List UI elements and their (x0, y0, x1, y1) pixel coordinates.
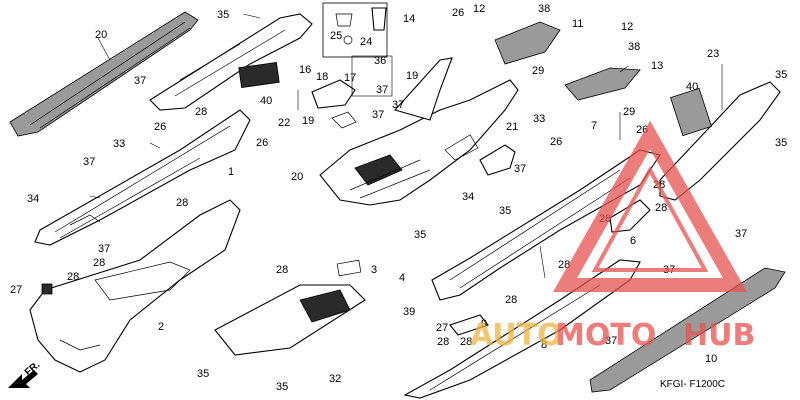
callout-28-left: 27 (10, 284, 22, 296)
callout-7: 7 (591, 120, 597, 132)
callout-39-right: 38 (628, 41, 640, 53)
callout-38: 36 (374, 55, 386, 67)
pad-11 (494, 21, 561, 65)
callout-31-mid: 35 (414, 229, 426, 241)
callout-32: 32 (329, 373, 341, 385)
callout-36: 39 (403, 306, 415, 318)
callout-31-top: 35 (217, 9, 229, 21)
pad-13 (564, 67, 641, 101)
callout-27-mid: 26 (256, 137, 268, 149)
callout-9: 9 (481, 318, 487, 330)
callout-20: 19 (302, 115, 314, 127)
callout-4: 4 (399, 272, 405, 284)
callout-35-far: 37 (735, 228, 747, 240)
callout-30-low3: 28 (460, 336, 472, 348)
callout-30-r2: 28 (655, 202, 667, 214)
callout-12-right: 12 (621, 21, 633, 33)
callout-30-low: 28 (93, 257, 105, 269)
callout-30-tray: 28 (276, 264, 288, 276)
fr-label: FR. (23, 359, 43, 378)
callout-34-left: 34 (27, 193, 39, 205)
callout-13: 13 (651, 60, 663, 72)
callout-29-right: 29 (623, 106, 635, 118)
callout-35-mid: 37 (98, 243, 110, 255)
callout-5: 20 (95, 29, 107, 41)
callout-27-top: 26 (452, 7, 464, 19)
callout-18: 19 (406, 70, 418, 82)
callout-23: 22 (278, 117, 290, 129)
callout-27-left: 26 (154, 121, 166, 133)
step-mat-left (9, 11, 199, 137)
small-cover-22 (479, 144, 516, 176)
callout-39-top: 38 (538, 3, 550, 15)
callout-27-right: 26 (550, 136, 562, 148)
callout-26: 25 (330, 30, 342, 42)
bracket-17 (351, 55, 393, 97)
callout-29-top: 29 (532, 65, 544, 77)
callout-40-right: 40 (686, 81, 698, 93)
callout-33-right: 33 (533, 113, 545, 125)
callout-30-left: 28 (195, 106, 207, 118)
callout-33-left: 33 (113, 138, 125, 150)
callout-35-c: 37 (514, 163, 526, 175)
center-cover (319, 57, 519, 206)
callout-19: 18 (316, 71, 328, 83)
callout-24: 23 (707, 48, 719, 60)
callout-31-far2: 35 (775, 137, 787, 149)
callout-17: 17 (344, 72, 356, 84)
callout-6: 6 (630, 235, 636, 247)
callout-40-left: 40 (260, 95, 272, 107)
leader-lines (89, 13, 723, 279)
watermark-auto: AUTO (470, 318, 563, 353)
callout-37-b: 37 (392, 99, 404, 111)
callout-21: 20 (291, 171, 303, 183)
inset-box (322, 2, 388, 58)
lid-19 (311, 79, 356, 109)
callout-22: 21 (506, 121, 518, 133)
diagram-code: KFGI- F1200C (660, 379, 725, 390)
callout-16: 16 (299, 64, 311, 76)
callout-25: 24 (360, 36, 372, 48)
watermark-hub: HUB (683, 318, 755, 353)
callout-3: 3 (371, 264, 377, 276)
callout-10: 10 (705, 353, 717, 365)
callout-31-r: 35 (499, 205, 511, 217)
callout-14: 14 (403, 13, 415, 25)
callout-30-mid: 28 (176, 197, 188, 209)
watermark-moto: MOTO (555, 318, 656, 353)
callout-30-grommet: 28 (67, 271, 79, 283)
callout-28-right: 27 (436, 322, 448, 334)
grommet-28-left (41, 283, 53, 295)
watermark-logo: AUTO MOTO HUB (470, 120, 755, 353)
clip-20 (331, 111, 357, 129)
callout-34-right: 34 (462, 191, 474, 203)
callout-35-low: 37 (605, 335, 617, 347)
callout-12-top: 12 (473, 3, 485, 15)
callout-31-far1: 35 (775, 69, 787, 81)
upper-left-cover (149, 13, 313, 111)
side-cover-left (34, 109, 251, 246)
callout-30-low2: 28 (437, 336, 449, 348)
callout-1: 1 (228, 166, 234, 178)
tray-4 (214, 259, 366, 356)
callout-2: 2 (158, 321, 164, 333)
bracket-9 (449, 314, 489, 336)
callout-35-left: 37 (83, 156, 95, 168)
callout-30-low-r: 28 (505, 294, 517, 306)
callout-31-bl: 35 (197, 368, 209, 380)
callout-11: 11 (572, 18, 583, 30)
callout-31-b: 35 (276, 381, 288, 393)
callout-37-a: 37 (376, 84, 388, 96)
step-mat-right (589, 267, 786, 393)
front-direction-arrow: FR. (8, 359, 42, 388)
under-cover-left (29, 199, 241, 373)
callout-8: 8 (541, 339, 547, 351)
callout-37-c: 37 (372, 109, 384, 121)
callout-35-top: 37 (134, 75, 146, 87)
right-upper-cover (659, 81, 781, 201)
